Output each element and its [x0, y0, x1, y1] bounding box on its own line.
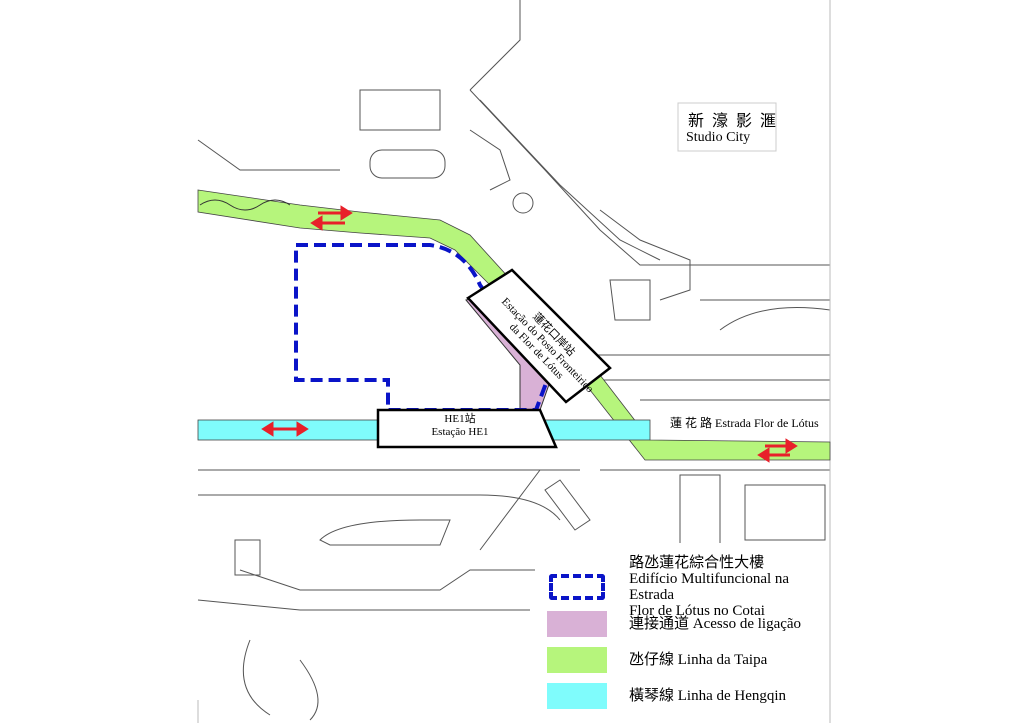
legend-access-label: 連接通道 Acesso de ligação — [629, 615, 802, 632]
he1-station-box[interactable] — [376, 408, 558, 449]
lotus-station-box[interactable] — [466, 268, 612, 404]
landmark-en: Studio City — [686, 130, 751, 145]
he1-station-label[interactable]: HE1站 Estação HE1 — [400, 413, 520, 439]
blue-dashed-swatch — [549, 574, 606, 600]
pink-swatch — [547, 611, 607, 637]
legend-building-pt1: Edifício Multifuncional na Estrada — [629, 571, 790, 603]
legend-item-building: 路氹蓮花綜合性大樓 Edifício Multifuncional na Est… — [535, 555, 815, 619]
legend-building-pt2: Flor de Lótus no Cotai — [629, 603, 765, 619]
track-zigzag — [199, 199, 291, 211]
legend-hengqin-label: 橫琴線 Linha de Hengqin — [629, 687, 787, 704]
multifunctional-building-outline — [294, 243, 551, 412]
cyan-swatch — [547, 683, 607, 709]
road-label: 蓮 花 路 Estrada Flor de Lótus — [670, 416, 819, 430]
legend-item-taipa: 氹仔線 Linha da Taipa — [535, 647, 767, 673]
bidirectional-arrow-icon — [310, 205, 353, 231]
bidirectional-arrow-icon — [261, 421, 309, 437]
legend-item-hengqin: 橫琴線 Linha de Hengqin — [535, 683, 786, 709]
he1-station-pt: Estação HE1 — [431, 426, 489, 438]
bidirectional-arrow-icon — [757, 438, 798, 463]
he1-station-zh: HE1站 — [444, 413, 476, 425]
legend-taipa-label: 氹仔線 Linha da Taipa — [629, 651, 768, 668]
street-lines — [197, 0, 831, 723]
taipa-line — [197, 189, 831, 461]
landmark-box — [677, 102, 777, 152]
legend-item-access: 連接通道 Acesso de ligação — [535, 611, 801, 637]
legend-building-zh: 路氹蓮花綜合性大樓 — [629, 555, 765, 571]
green-swatch — [547, 647, 607, 673]
legend: 路氹蓮花綜合性大樓 Edifício Multifuncional na Est… — [535, 543, 815, 715]
landmark-zh: 新 濠 影 滙 — [688, 113, 779, 130]
